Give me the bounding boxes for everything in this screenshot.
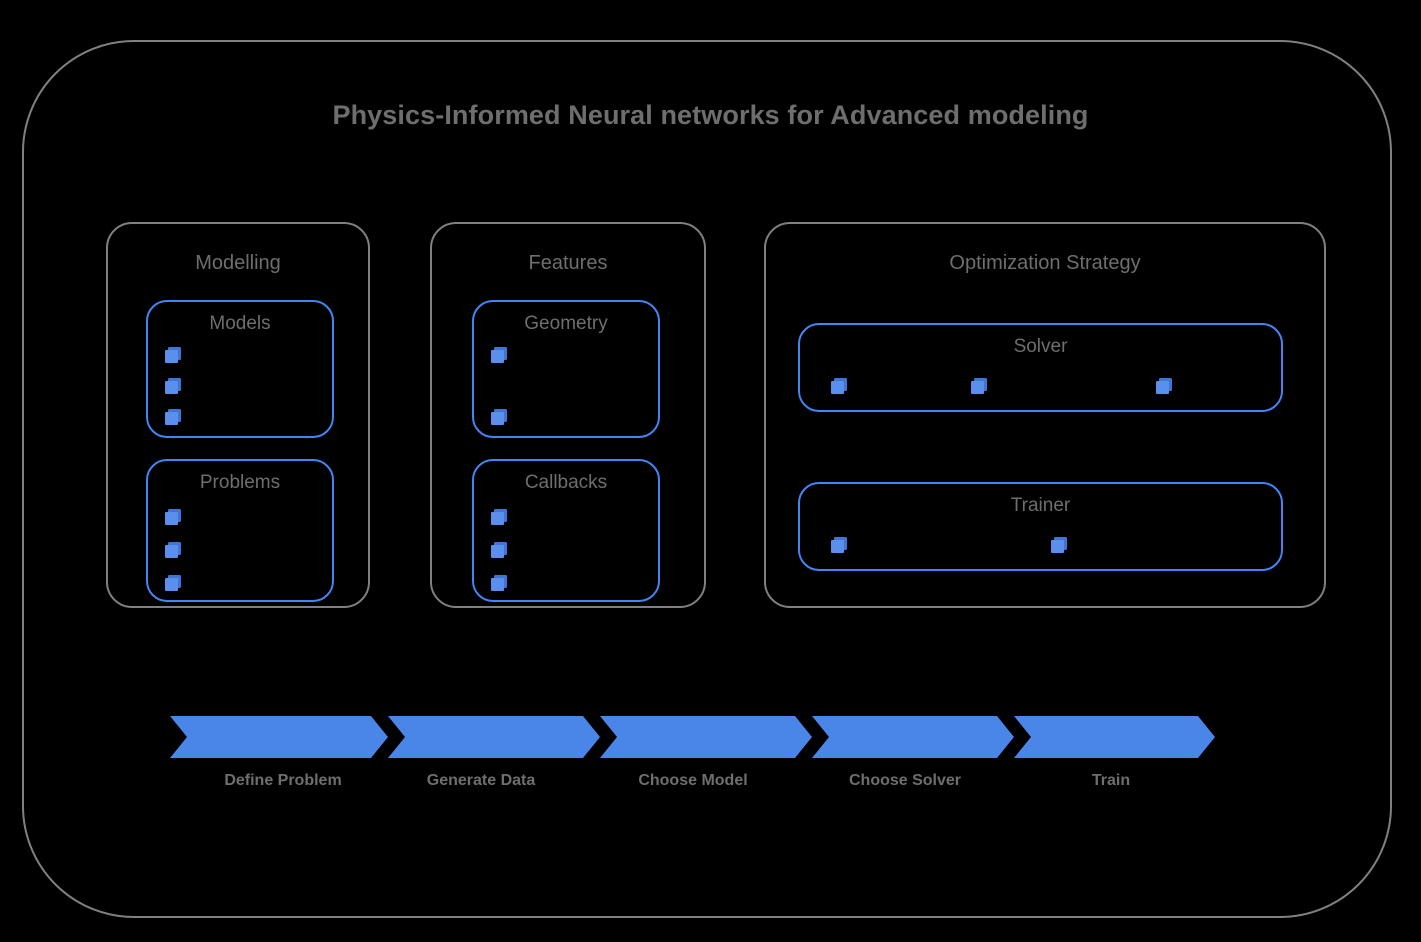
item-marker[interactable]	[491, 350, 504, 363]
item-marker[interactable]	[165, 412, 178, 425]
group-modelling: Modelling	[106, 222, 370, 608]
pipeline-step-label-5: Train	[1091, 772, 1131, 789]
pipeline-step-label-1: Define Problem	[224, 772, 342, 789]
item-marker[interactable]	[165, 512, 178, 525]
pipeline-step-label-4: Choose Solver	[848, 772, 962, 789]
pipeline-step-arrow-3[interactable]	[600, 716, 812, 758]
group-optimization-strategy: Optimization Strategy	[764, 222, 1326, 608]
page-title: Physics-Informed Neural networks for Adv…	[332, 100, 1089, 130]
item-marker[interactable]	[165, 545, 178, 558]
sub-box-problems[interactable]: Problems	[146, 459, 334, 602]
item-marker[interactable]	[1156, 381, 1169, 394]
item-marker[interactable]	[491, 412, 504, 425]
item-marker[interactable]	[165, 381, 178, 394]
pipeline-step-arrow-1[interactable]	[170, 716, 388, 758]
sub-box-geometry-title: Geometry	[524, 313, 608, 334]
sub-box-models-title: Models	[209, 313, 271, 334]
sub-box-solver-title: Solver	[1013, 336, 1068, 357]
group-optimization-strategy-title: Optimization Strategy	[949, 252, 1141, 274]
sub-box-callbacks-title: Callbacks	[524, 472, 608, 493]
pipeline-step-label-3: Choose Model	[638, 772, 748, 789]
item-marker[interactable]	[491, 545, 504, 558]
pipeline-step-label-2: Generate Data	[426, 772, 536, 789]
sub-box-callbacks[interactable]: Callbacks	[472, 459, 660, 602]
sub-box-solver[interactable]: Solver	[798, 323, 1283, 412]
item-marker[interactable]	[491, 512, 504, 525]
item-marker[interactable]	[831, 381, 844, 394]
sub-box-problems-title: Problems	[199, 472, 281, 493]
outer-container-frame	[22, 40, 1392, 918]
sub-box-trainer-title: Trainer	[1010, 495, 1071, 516]
pipeline-step-arrow-4[interactable]	[812, 716, 1014, 758]
item-marker[interactable]	[1051, 540, 1064, 553]
pipeline-step-arrow-5[interactable]	[1014, 716, 1215, 758]
item-marker[interactable]	[491, 578, 504, 591]
sub-box-models[interactable]: Models	[146, 300, 334, 438]
sub-box-trainer[interactable]: Trainer	[798, 482, 1283, 571]
pipeline-step-arrow-2[interactable]	[388, 716, 600, 758]
sub-box-geometry[interactable]: Geometry	[472, 300, 660, 438]
item-marker[interactable]	[971, 381, 984, 394]
group-features-title: Features	[528, 252, 608, 274]
group-modelling-title: Modelling	[195, 252, 281, 274]
group-features: Features	[430, 222, 706, 608]
item-marker[interactable]	[165, 350, 178, 363]
item-marker[interactable]	[165, 578, 178, 591]
pipeline-arrows	[170, 716, 1215, 758]
item-marker[interactable]	[831, 540, 844, 553]
